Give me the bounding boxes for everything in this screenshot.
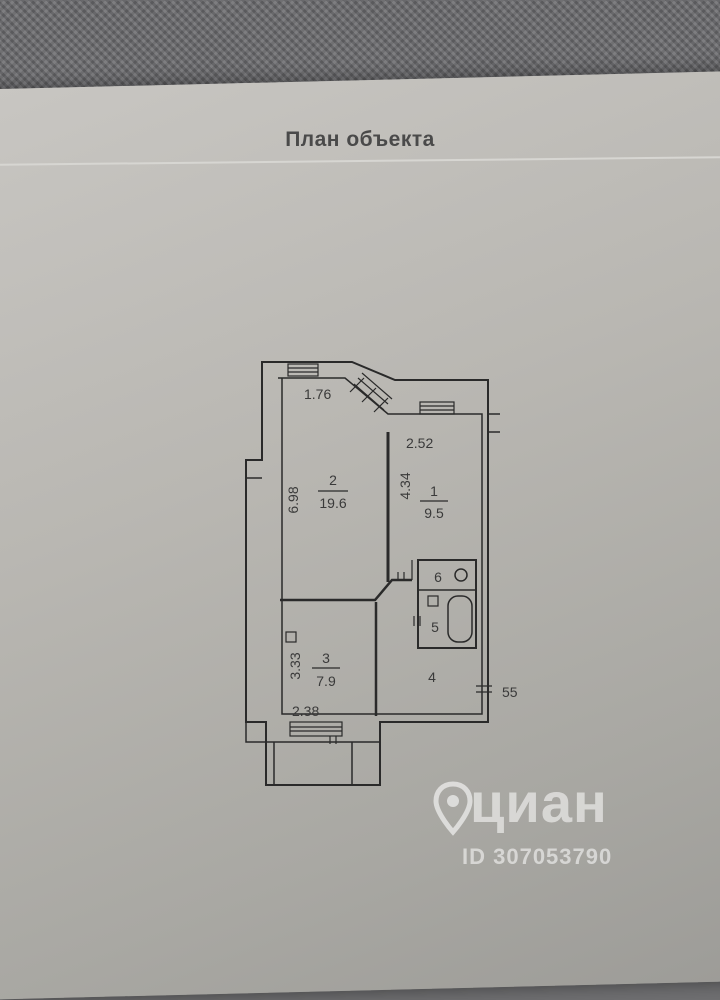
dim-room1-height: 4.34 bbox=[397, 472, 413, 499]
outer-wall-inner bbox=[278, 377, 483, 715]
door-ticks-2 bbox=[413, 616, 421, 626]
door-ticks-1 bbox=[397, 560, 413, 580]
room-1-area: 9.5 bbox=[424, 505, 444, 521]
room-2-number: 2 bbox=[329, 472, 337, 488]
room-5-number: 5 bbox=[431, 619, 439, 635]
partition-room2-bottom bbox=[280, 578, 412, 602]
room-4-number: 4 bbox=[428, 669, 436, 685]
sink bbox=[454, 568, 468, 582]
location-pin-icon bbox=[433, 781, 473, 836]
window-top-left bbox=[287, 363, 319, 377]
room-3-number: 3 bbox=[322, 650, 330, 666]
door-ticks-3 bbox=[476, 685, 492, 693]
watermark: циан ID 307053790 bbox=[430, 770, 690, 880]
dim-room3-height: 3.33 bbox=[287, 652, 303, 679]
room-1-number: 1 bbox=[430, 483, 438, 499]
room-2-area: 19.6 bbox=[319, 495, 346, 511]
dim-top-left: 1.76 bbox=[304, 386, 331, 402]
dim-room2-height: 6.98 bbox=[285, 486, 301, 513]
toilet-fixture bbox=[427, 595, 439, 607]
right-wall-stub bbox=[488, 413, 500, 433]
dim-side-mark: 55 bbox=[502, 684, 518, 700]
dim-room1-width: 2.52 bbox=[406, 435, 433, 451]
dim-room3-width: 2.38 bbox=[292, 703, 319, 719]
floor-plan: 2 19.6 1 9.5 3 7.9 4 5 6 1.76 2.52 2.38 … bbox=[245, 361, 518, 786]
room-6-number: 6 bbox=[434, 569, 442, 585]
watermark-id: ID 307053790 bbox=[462, 844, 613, 869]
window-bottom bbox=[289, 721, 343, 744]
document-title: План объекта bbox=[285, 128, 435, 151]
bathtub bbox=[447, 595, 473, 643]
room-3-area: 7.9 bbox=[316, 673, 336, 689]
lower-wall bbox=[245, 722, 380, 785]
window-diagonal bbox=[349, 372, 393, 413]
bathroom-block bbox=[417, 559, 477, 649]
window-top-right bbox=[419, 401, 455, 415]
watermark-logo: циан bbox=[470, 771, 608, 834]
left-wall-ticks bbox=[246, 459, 262, 479]
kitchen-fixture bbox=[285, 631, 297, 643]
